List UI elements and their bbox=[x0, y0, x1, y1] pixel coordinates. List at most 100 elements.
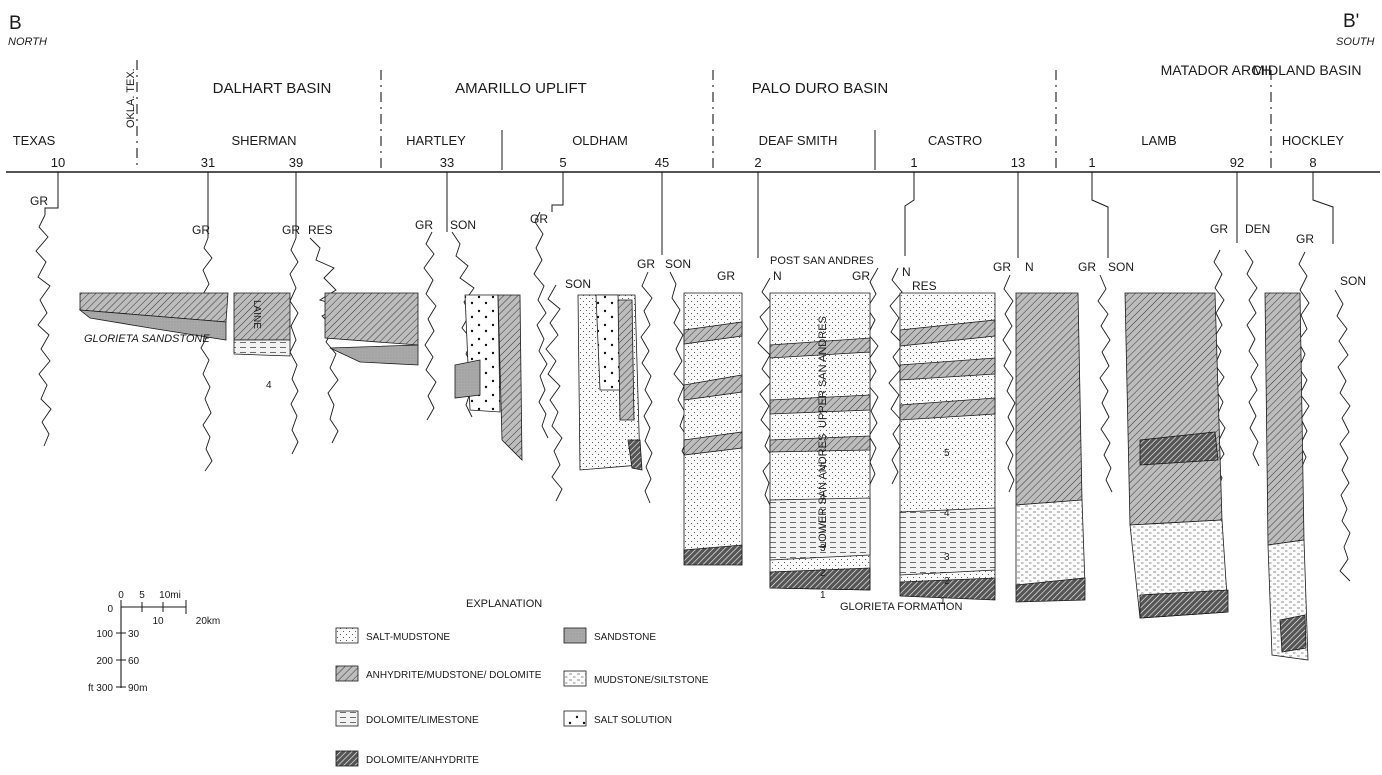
formation-glorieta-sandstone-text: GLORIETA SANDSTONE bbox=[84, 333, 210, 345]
log-label-gr: GR bbox=[637, 257, 655, 271]
cycle-number: 5 bbox=[820, 462, 826, 473]
cycle-number: 3 bbox=[944, 552, 950, 563]
region-midland-basin: MIDLAND BASIN bbox=[1253, 62, 1362, 78]
gr-log-well-45 bbox=[641, 272, 652, 503]
scale-mi-0: 0 bbox=[118, 590, 124, 601]
log-label-res: RES bbox=[308, 223, 333, 237]
county-lamb: LAMB bbox=[1141, 133, 1176, 148]
scale-ft-100: 100 bbox=[96, 629, 113, 640]
well-number: 5 bbox=[559, 155, 566, 170]
county-castro: CASTRO bbox=[928, 133, 982, 148]
lithology-lamb-body bbox=[1125, 293, 1222, 525]
region-boundaries bbox=[137, 60, 1271, 170]
log-label-son: SON bbox=[450, 218, 476, 232]
legend-label-mudstone-siltstone: MUDSTONE/SILTSTONE bbox=[594, 675, 709, 686]
well-number: 31 bbox=[201, 155, 215, 170]
legend-swatch-anhydrite-mudstone-dolomite bbox=[336, 666, 358, 681]
county-hartley: HARTLEY bbox=[406, 133, 466, 148]
gr-log-well-10 bbox=[36, 215, 51, 446]
legend-swatch-mudstone-siltstone bbox=[564, 671, 586, 686]
lithology-lamb-dolanh-2 bbox=[1140, 590, 1228, 618]
well-number: 13 bbox=[1011, 155, 1025, 170]
county-sherman: SHERMAN bbox=[231, 133, 296, 148]
log-label-son: SON bbox=[665, 257, 691, 271]
log-label-gr: GR bbox=[1296, 232, 1314, 246]
explanation-legend: EXPLANATION SALT-MUDSTONE ANHYDRITE/MUDS… bbox=[336, 598, 709, 766]
log-label-den: DEN bbox=[1245, 222, 1270, 236]
son-log-well-5 bbox=[546, 285, 562, 501]
gr-log-well-33 bbox=[424, 232, 436, 420]
well-number: 8 bbox=[1309, 155, 1316, 170]
well-number: 10 bbox=[51, 155, 65, 170]
scale-km-10: 10 bbox=[152, 616, 164, 627]
log-label-gr: GR bbox=[993, 260, 1011, 274]
cycle-number: 1 bbox=[820, 590, 826, 601]
res-log-well-39 bbox=[310, 238, 340, 443]
county-hockley: HOCKLEY bbox=[1282, 133, 1344, 148]
gr-log-well-5 bbox=[534, 212, 548, 438]
log-label-gr: GR bbox=[1210, 222, 1228, 236]
county-texas: TEXAS bbox=[13, 133, 56, 148]
gr-log-well-1-lamb bbox=[1098, 275, 1112, 492]
formation-post-san-andres: POST SAN ANDRES bbox=[770, 255, 874, 267]
well-number: 33 bbox=[440, 155, 454, 170]
lithology-midland-dolanh bbox=[1280, 615, 1306, 652]
region-palo-duro-basin: PALO DURO BASIN bbox=[752, 80, 888, 97]
county-deaf-smith: DEAF SMITH bbox=[759, 133, 838, 148]
log-label-gr: GR bbox=[192, 223, 210, 237]
legend-label-salt-mudstone: SALT-MUDSTONE bbox=[366, 632, 450, 643]
lithology-sherman-east-anhydrite bbox=[325, 293, 418, 345]
cycle-number: 2 bbox=[820, 568, 826, 579]
log-labels: GR GR GR RES GR SON GR SON GR SON GR N G… bbox=[30, 194, 1366, 293]
section-start-direction: NORTH bbox=[8, 36, 47, 48]
lithology-13-body bbox=[1016, 293, 1082, 505]
lithology-hartley-sand bbox=[455, 360, 480, 398]
region-dalhart-basin: DALHART BASIN bbox=[213, 80, 332, 97]
well-number: 39 bbox=[289, 155, 303, 170]
lithology-13-mudstone bbox=[1016, 500, 1085, 590]
section-start-label: B bbox=[9, 13, 22, 34]
cycle-number: 1 bbox=[940, 596, 946, 607]
legend-swatch-dolomite-anhydrite bbox=[336, 751, 358, 766]
explanation-title: EXPLANATION bbox=[466, 598, 542, 610]
well-number: 1 bbox=[910, 155, 917, 170]
scale-m-30: 30 bbox=[128, 629, 140, 640]
well-number: 92 bbox=[1230, 155, 1244, 170]
scale-m-60: 60 bbox=[128, 656, 140, 667]
log-label-gr: GR bbox=[282, 223, 300, 237]
formation-lower-san-andres: LOWER SAN ANDRES bbox=[817, 434, 829, 548]
legend-swatch-salt-solution bbox=[564, 711, 586, 726]
legend-swatch-sandstone bbox=[564, 628, 586, 643]
formation-upper-san-andres: UPPER SAN ANDRES bbox=[817, 316, 829, 428]
scale-mi-10: 10mi bbox=[159, 590, 181, 601]
den-log-well-92 bbox=[1245, 250, 1259, 466]
legend-label-salt-solution: SALT SOLUTION bbox=[594, 715, 672, 726]
scale-mi-5: 5 bbox=[139, 590, 145, 601]
legend-swatch-salt-mudstone bbox=[336, 628, 358, 643]
log-label-son: SON bbox=[565, 277, 591, 291]
legend-label-sandstone: SANDSTONE bbox=[594, 632, 656, 643]
lithology-sherman-dolomite bbox=[234, 340, 290, 356]
scale-ft-0: 0 bbox=[107, 604, 113, 615]
gr-log-well-39 bbox=[290, 238, 298, 454]
log-label-n: N bbox=[773, 269, 782, 283]
cycle-number: 2 bbox=[944, 576, 950, 587]
well-number: 2 bbox=[754, 155, 761, 170]
scale-ft-300: ft 300 bbox=[88, 683, 113, 694]
cycle-number: 4 bbox=[944, 508, 950, 519]
cycle-number: 3 bbox=[820, 543, 826, 554]
log-label-gr: GR bbox=[852, 269, 870, 283]
scale-km-20: 20km bbox=[196, 616, 220, 627]
lithology-oldham-anhydrite bbox=[618, 300, 634, 420]
lithology-sherman-east-sandstone bbox=[330, 345, 418, 365]
gr-log-well-13 bbox=[1003, 275, 1015, 492]
log-label-gr: GR bbox=[415, 218, 433, 232]
log-label-gr: GR bbox=[717, 269, 735, 283]
lithology-bodies bbox=[80, 293, 1308, 660]
log-label-res: RES bbox=[912, 279, 937, 293]
well-number: 1 bbox=[1088, 155, 1095, 170]
scale-bar: 0 5 10mi 10 20km 0 100 200 ft 300 30 60 … bbox=[88, 590, 220, 694]
legend-label-dolomite-anhydrite: DOLOMITE/ANHYDRITE bbox=[366, 755, 479, 766]
state-line-label: OKLA. TEX. bbox=[125, 68, 137, 128]
cycle-number: 5 bbox=[944, 448, 950, 459]
